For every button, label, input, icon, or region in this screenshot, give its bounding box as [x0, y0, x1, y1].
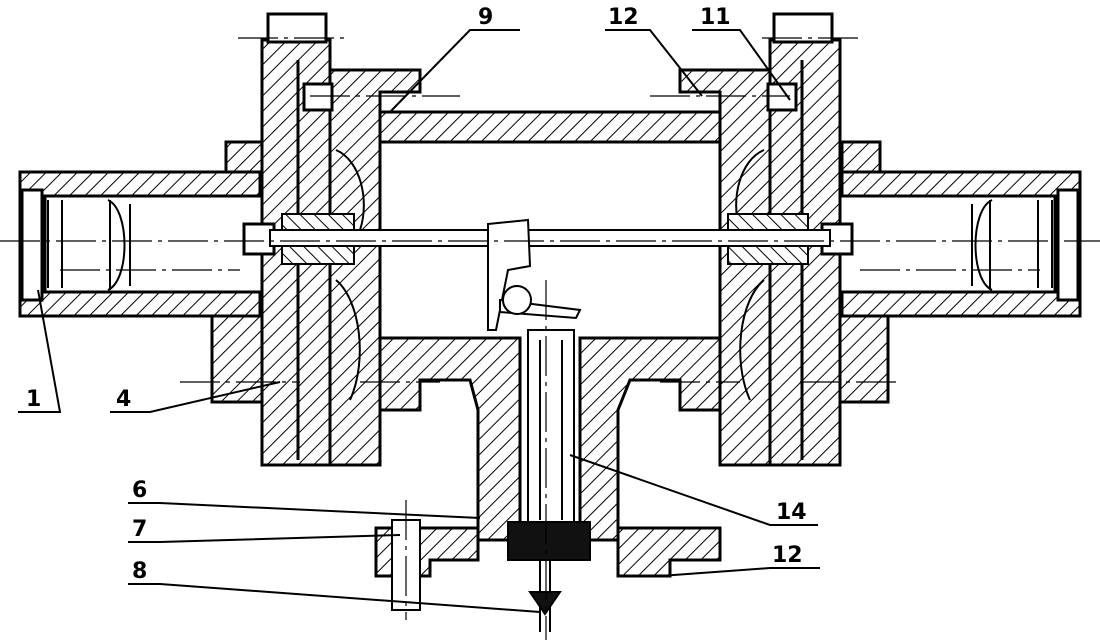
callout-9: 9 [478, 5, 493, 30]
callouts: 1 4 6 7 8 9 11 12 12 14 [18, 5, 820, 613]
right-flange-assembly [678, 12, 854, 467]
leader-1 [18, 289, 62, 413]
leader-4 [110, 381, 281, 413]
leader-12-bottom [659, 567, 820, 577]
leader-6 [128, 502, 481, 519]
callout-11: 11 [700, 5, 731, 30]
leader-11 [692, 29, 791, 101]
shaft [269, 218, 831, 331]
left-end-cap [18, 140, 270, 404]
callout-8: 8 [132, 559, 147, 584]
center-lines [0, 37, 1100, 640]
leader-9 [389, 29, 520, 113]
callout-12-top: 12 [608, 5, 639, 30]
leader-14 [569, 454, 818, 526]
callout-6: 6 [132, 478, 147, 503]
callout-14: 14 [776, 500, 807, 525]
pedestal-body [374, 329, 722, 632]
callout-12-bottom: 12 [772, 543, 803, 568]
leader-12-top [605, 29, 703, 97]
right-end-cap [832, 140, 1082, 404]
callout-1: 1 [26, 387, 41, 412]
center-tube [378, 110, 722, 144]
callout-4: 4 [116, 387, 131, 412]
leader-7 [128, 534, 401, 543]
leader-8 [128, 583, 541, 613]
callout-7: 7 [132, 517, 147, 542]
